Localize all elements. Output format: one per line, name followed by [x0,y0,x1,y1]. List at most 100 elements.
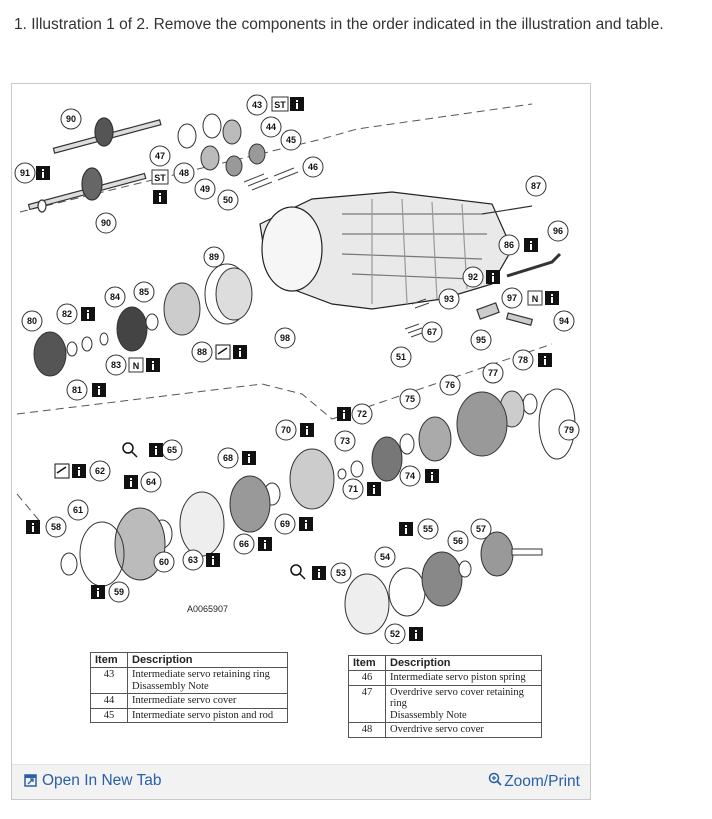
magnifier-icon [122,442,138,458]
callout: 68 [217,447,239,469]
table-row: 45 Intermediate servo piston and rod [90,707,288,723]
info-icon [149,443,163,457]
item-number: 48 [348,722,386,738]
magnifier-icon [290,564,306,580]
info-icon [300,423,314,437]
svg-text:91: 91 [20,168,30,178]
svg-text:60: 60 [159,557,169,567]
svg-text:44: 44 [266,122,276,132]
callout: 95 [470,329,492,351]
svg-text:ST: ST [154,173,166,183]
svg-text:57: 57 [476,524,486,534]
info-icon [124,475,138,489]
svg-text:87: 87 [531,181,541,191]
svg-text:75: 75 [405,394,415,404]
svg-text:48: 48 [179,168,189,178]
callout: 72 [351,403,373,425]
open-in-new-tab-link[interactable]: Open In New Tab [24,772,161,790]
info-icon [92,383,106,397]
info-icon [425,469,439,483]
callout: 80 [21,310,43,332]
callout: 77 [482,362,504,384]
callout: 46 [302,156,324,178]
callout: 45 [280,129,302,151]
svg-text:93: 93 [444,294,454,304]
svg-text:79: 79 [564,425,574,435]
svg-text:96: 96 [553,226,563,236]
svg-text:90: 90 [101,218,111,228]
item-description: Intermediate servo piston spring [385,670,542,686]
tag-n: N [128,357,144,373]
tag-st: ST [271,96,289,112]
item-number: 46 [348,670,386,686]
table-header-description: Description [385,655,542,671]
callout: 97 [501,287,523,309]
callout: 70 [275,419,297,441]
svg-text:83: 83 [111,360,121,370]
callout: 93 [438,288,460,310]
info-icon [233,345,247,359]
svg-text:82: 82 [62,309,72,319]
svg-text:46: 46 [308,162,318,172]
svg-text:74: 74 [405,471,415,481]
svg-text:72: 72 [357,409,367,419]
svg-text:84: 84 [110,292,120,302]
callout: 44 [260,116,282,138]
svg-text:52: 52 [390,629,400,639]
info-icon [337,407,351,421]
svg-text:67: 67 [427,327,437,337]
callout: 90 [60,108,82,130]
svg-text:55: 55 [423,524,433,534]
table-header-description: Description [127,652,288,668]
zoom-print-link[interactable]: Zoom/Print [488,772,580,791]
item-description: Overdrive servo cover [385,722,542,738]
item-number: 43 [90,667,128,694]
info-icon [36,166,50,180]
svg-text:85: 85 [139,287,149,297]
svg-text:80: 80 [27,316,37,326]
svg-text:97: 97 [507,293,517,303]
callout: 60 [153,551,175,573]
callout: 43 [246,94,268,116]
svg-text:51: 51 [396,352,406,362]
info-icon [538,353,552,367]
svg-text:49: 49 [200,184,210,194]
callout: 64 [140,471,162,493]
callout: 84 [104,286,126,308]
tag-n: N [527,290,543,306]
callout: 78 [512,349,534,371]
exploded-parts-diagram: A0065907 90 91 90 47 48 49 50 43 44 45 4… [14,94,580,644]
item-number: 45 [90,707,128,723]
callout: 63 [182,549,204,571]
callout: 73 [334,430,356,452]
callout: 49 [194,178,216,200]
info-icon [524,238,538,252]
svg-text:54: 54 [380,552,390,562]
info-icon [545,291,559,305]
svg-text:70: 70 [281,425,291,435]
svg-text:76: 76 [445,380,455,390]
callout: 65 [161,439,183,461]
svg-text:90: 90 [66,114,76,124]
svg-text:45: 45 [286,135,296,145]
info-icon [409,627,423,641]
illustration-frame: A0065907 90 91 90 47 48 49 50 43 44 45 4… [11,83,591,800]
callout: 59 [108,581,130,603]
callout: 47 [149,145,171,167]
svg-text:71: 71 [348,484,358,494]
tool-icon [215,344,231,360]
callout: 94 [553,310,575,332]
table-header-item: Item [90,652,128,668]
svg-text:53: 53 [336,568,346,578]
svg-text:89: 89 [209,252,219,262]
svg-text:64: 64 [146,477,156,487]
callout: 82 [56,303,78,325]
callout: 67 [421,321,443,343]
svg-text:78: 78 [518,355,528,365]
callout: 48 [173,162,195,184]
info-icon [72,464,86,478]
